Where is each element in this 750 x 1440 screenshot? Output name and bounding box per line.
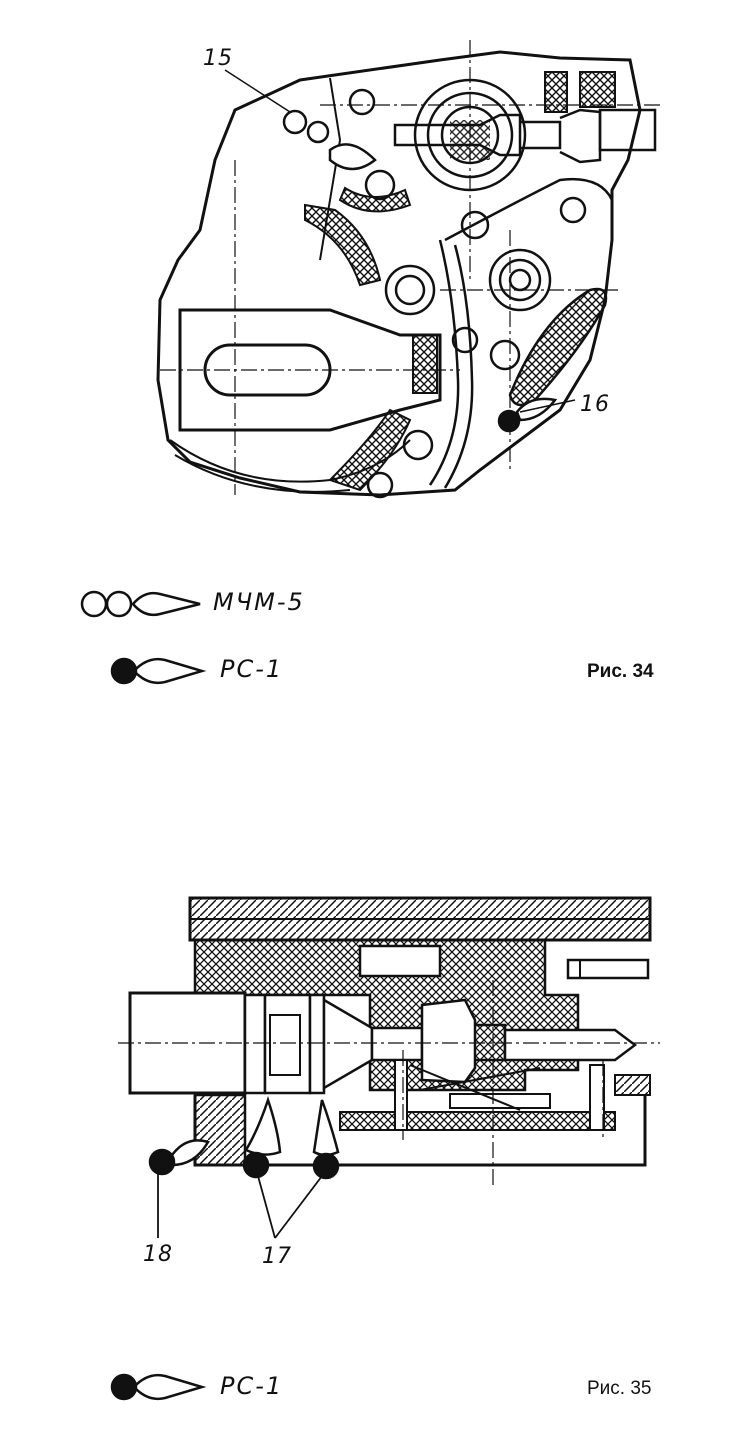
legend-symbol-rs1 bbox=[110, 657, 207, 685]
nozzle-16-marker bbox=[497, 397, 558, 433]
figure-34: 15 16 МЧМ-5 РС-1 Рис. 34 bbox=[80, 40, 660, 685]
figure-34-drawing bbox=[80, 40, 660, 685]
center-point bbox=[503, 1028, 638, 1062]
callout-16: 16 bbox=[580, 392, 610, 417]
figure-35: 18 17 РС-1 Рис. 35 bbox=[0, 860, 750, 1440]
nozzle-17a-marker bbox=[242, 1096, 282, 1179]
cone-tool bbox=[322, 997, 374, 1091]
legend-label-rs1-35: РС-1 bbox=[220, 1372, 284, 1400]
legend-label-rs1: РС-1 bbox=[220, 655, 284, 683]
legend-symbol-mchm5 bbox=[80, 590, 201, 618]
housing-outline bbox=[156, 50, 642, 497]
nozzle-15-marker bbox=[282, 109, 377, 171]
legend-label-mchm5: МЧМ-5 bbox=[213, 588, 305, 616]
figure-35-drawing bbox=[110, 896, 660, 1401]
callout-15: 15 bbox=[203, 46, 233, 71]
figure-34-caption: Рис. 34 bbox=[587, 661, 654, 682]
pad-upper-left bbox=[304, 203, 382, 287]
legend-symbol-rs1-35 bbox=[110, 1373, 207, 1401]
figure-35-caption: Рис. 35 bbox=[587, 1378, 652, 1399]
callout-18: 18 bbox=[143, 1242, 173, 1267]
cutter-body bbox=[178, 308, 442, 432]
nozzle-17b-marker bbox=[312, 1099, 340, 1180]
nozzle-18-marker bbox=[148, 1139, 210, 1176]
callout-17: 17 bbox=[262, 1244, 292, 1269]
bolt-top bbox=[393, 113, 522, 157]
lower-left-block bbox=[193, 1093, 247, 1167]
pad-right bbox=[508, 287, 608, 407]
